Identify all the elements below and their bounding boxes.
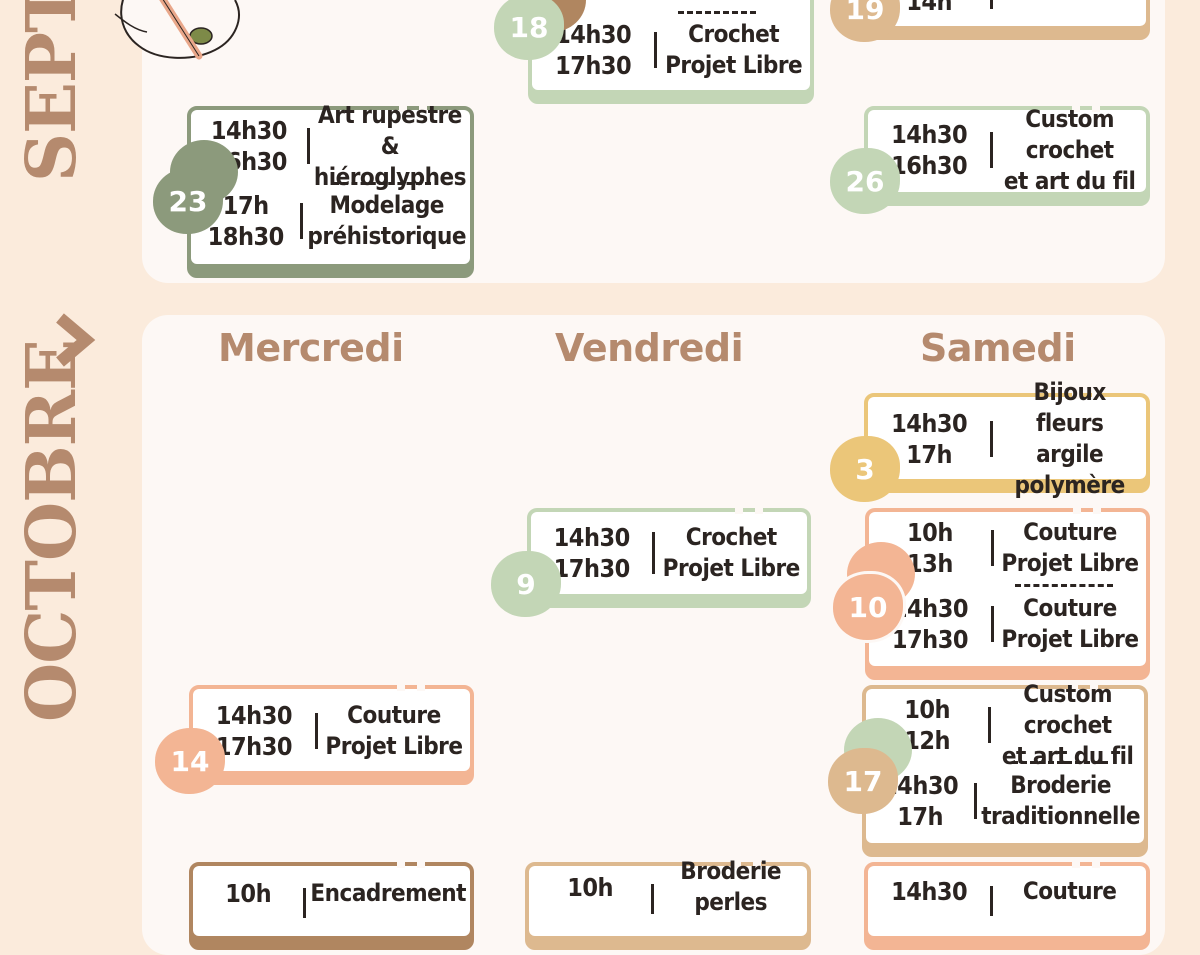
month-label-september: SEPTEMBRE bbox=[12, 0, 92, 182]
event-card-oct-23[interactable]: 10h Broderie perles bbox=[525, 857, 811, 950]
day-header-friday: Vendredi bbox=[555, 326, 744, 370]
day-badge-oct-14: 14 bbox=[155, 728, 225, 794]
month-label-october: OCTOBRE bbox=[12, 339, 92, 722]
day-badge-sep-23: 23 bbox=[153, 168, 223, 234]
chevron-right-icon bbox=[56, 313, 96, 367]
day-badge-oct-10: 10 bbox=[830, 571, 906, 643]
day-badge-oct-17: 17 bbox=[828, 748, 898, 814]
paint-palette-icon bbox=[114, 0, 240, 60]
day-badge-sep-26: 26 bbox=[830, 148, 900, 214]
day-badge-sep-18: 18 bbox=[494, 0, 564, 60]
day-header-wednesday: Mercredi bbox=[218, 326, 404, 370]
day-header-saturday: Samedi bbox=[920, 326, 1076, 370]
event-card-oct-24[interactable]: 14h30 Couture bbox=[864, 860, 1150, 950]
day-badge-oct-3: 3 bbox=[830, 436, 900, 502]
event-card-oct-21[interactable]: 10h Encadrement bbox=[189, 860, 474, 950]
day-badge-oct-9: 9 bbox=[491, 551, 561, 617]
event-card-sep-19[interactable]: 14h bbox=[864, 0, 1150, 40]
